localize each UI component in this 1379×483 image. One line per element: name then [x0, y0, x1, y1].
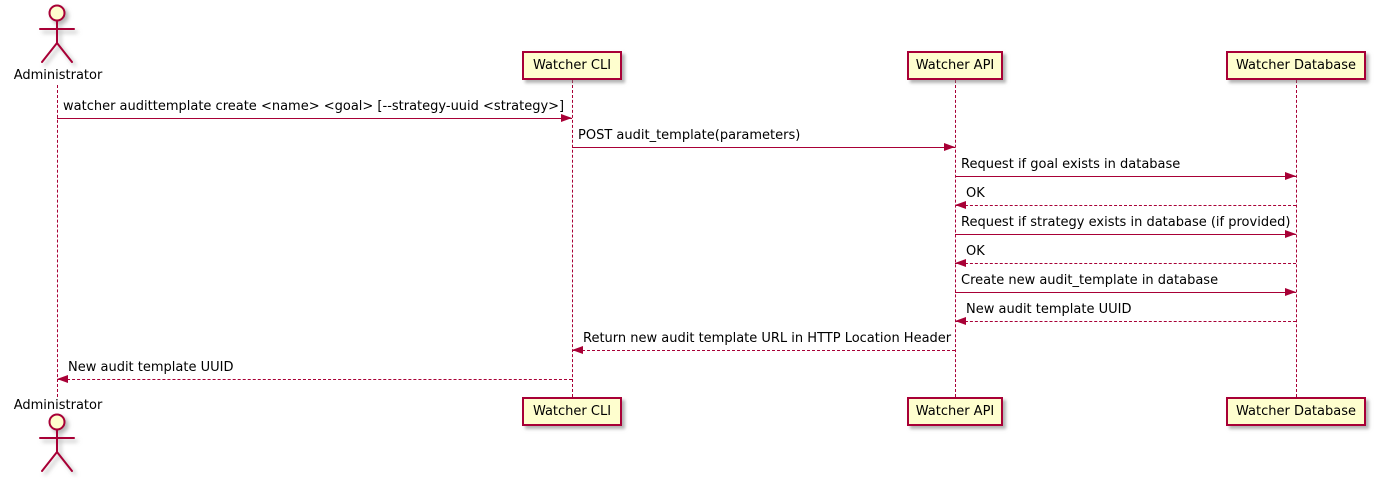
- message-arrowhead-icon: [561, 114, 572, 122]
- message-label: New audit template UUID: [966, 302, 1132, 317]
- message-label: OK: [966, 186, 985, 201]
- participant-box-watcher-cli-top: Watcher CLI: [522, 51, 622, 80]
- message-line: [955, 205, 1296, 206]
- lifeline-administrator: [57, 85, 58, 397]
- message-line: [57, 379, 572, 380]
- message-label: Request if goal exists in database: [961, 157, 1181, 172]
- message-arrowhead-icon: [572, 346, 583, 354]
- message-label: OK: [966, 244, 985, 259]
- message-label: Return new audit template URL in HTTP Lo…: [583, 331, 952, 346]
- message-arrowhead-icon: [1285, 230, 1296, 238]
- message-label: POST audit_template(parameters): [578, 128, 801, 143]
- message-line: [572, 350, 955, 351]
- message-arrowhead-icon: [57, 375, 68, 383]
- actor-figure-icon: [39, 4, 75, 63]
- message-arrowhead-icon: [955, 259, 966, 267]
- message-line: [955, 263, 1296, 264]
- participant-box-watcher-api-bottom: Watcher API: [907, 397, 1003, 426]
- message-arrowhead-icon: [1285, 172, 1296, 180]
- message-line: [572, 147, 955, 148]
- actor-label-top: Administrator: [13, 68, 103, 83]
- participant-box-watcher-db-bottom: Watcher Database: [1226, 397, 1366, 426]
- participant-box-watcher-db-top: Watcher Database: [1226, 51, 1366, 80]
- message-line: [955, 176, 1296, 177]
- message-line: [57, 118, 572, 119]
- message-arrowhead-icon: [955, 201, 966, 209]
- message-arrowhead-icon: [955, 317, 966, 325]
- participant-box-watcher-api-top: Watcher API: [907, 51, 1003, 80]
- lifeline-watcher-api: [955, 80, 956, 397]
- participant-box-watcher-cli-bottom: Watcher CLI: [522, 397, 622, 426]
- actor-label-bottom: Administrator: [13, 398, 103, 413]
- actor-figure-icon: [39, 413, 75, 472]
- lifeline-watcher-cli: [572, 80, 573, 397]
- message-arrowhead-icon: [944, 143, 955, 151]
- message-line: [955, 234, 1296, 235]
- message-label: New audit template UUID: [68, 360, 234, 375]
- message-line: [955, 321, 1296, 322]
- lifeline-watcher-db: [1296, 80, 1297, 397]
- message-label: Request if strategy exists in database (…: [961, 215, 1291, 230]
- message-arrowhead-icon: [1285, 288, 1296, 296]
- message-label: watcher audittemplate create <name> <goa…: [63, 99, 565, 114]
- message-label: Create new audit_template in database: [961, 273, 1219, 288]
- message-line: [955, 292, 1296, 293]
